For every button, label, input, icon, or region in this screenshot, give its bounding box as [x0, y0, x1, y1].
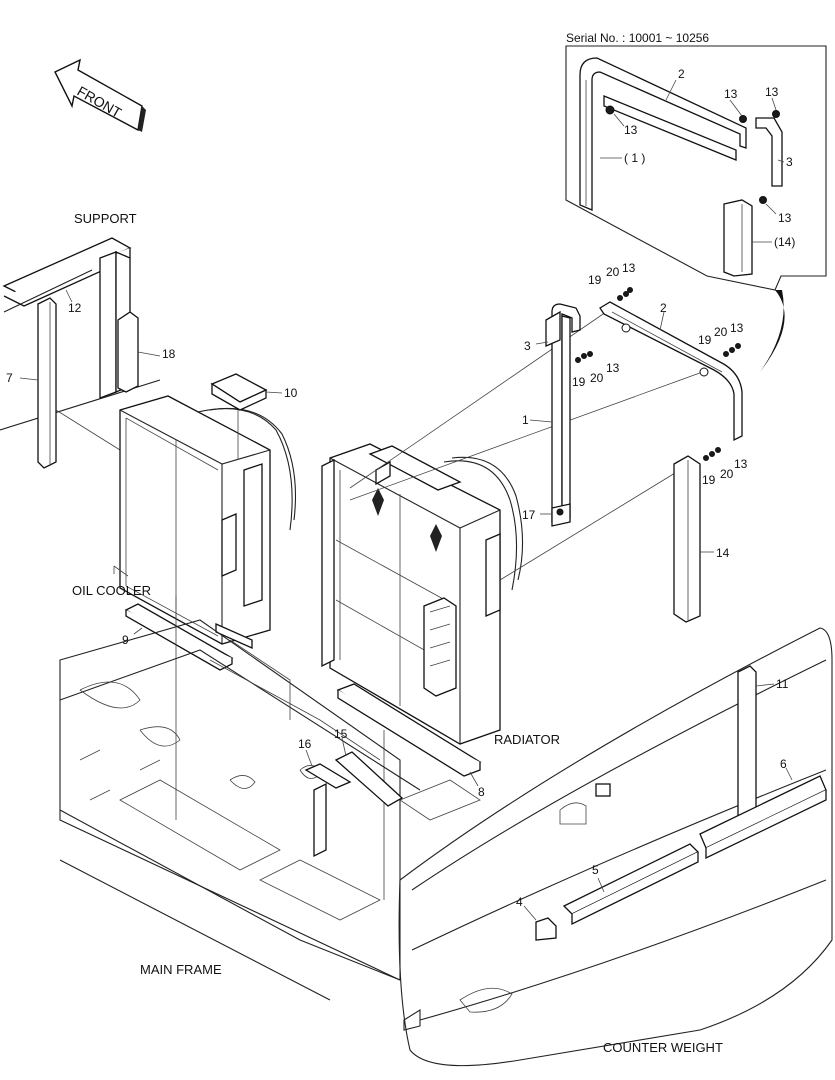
counter-weight-caption: COUNTER WEIGHT: [603, 1040, 723, 1055]
callout-20d: 20: [720, 467, 734, 481]
callout-1: 1: [522, 413, 529, 427]
callout-12: 12: [68, 301, 82, 315]
callout-19c: 19: [572, 375, 586, 389]
inset-callout-13c: 13: [765, 85, 779, 99]
callout-14: 14: [716, 546, 730, 560]
callout-13d: 13: [734, 457, 748, 471]
inset-serial-label: Serial No. : 10001 ~ 10256: [566, 31, 709, 45]
callout-13b: 13: [730, 321, 744, 335]
callout-6: 6: [780, 757, 787, 771]
callout-16: 16: [298, 737, 312, 751]
inset-callout-14: (14): [774, 235, 795, 249]
bracket-parts: 3 2 19 20 13 19 20 13 19 20 13 1 17: [522, 261, 748, 623]
callout-17: 17: [522, 508, 536, 522]
inset-callout-2: 2: [678, 67, 685, 81]
inset-callout-13a: 13: [624, 123, 638, 137]
inset-detail: Serial No. : 10001 ~ 10256 2 13 13 13 ( …: [565, 31, 827, 372]
callout-15: 15: [334, 727, 348, 741]
inset-callout-13d: 13: [778, 211, 792, 225]
front-arrow: FRONT: [54, 58, 146, 132]
radiator-assembly: RADIATOR 8: [321, 311, 709, 900]
callout-2: 2: [660, 301, 667, 315]
callout-20c: 20: [590, 371, 604, 385]
radiator-caption: RADIATOR: [494, 732, 560, 747]
callout-5: 5: [592, 863, 599, 877]
inset-pointer-wedge: [760, 290, 785, 372]
support-assembly: SUPPORT 12 7 18: [0, 211, 176, 469]
inset-callout-3: 3: [786, 155, 793, 169]
callout-7: 7: [6, 371, 13, 385]
callout-13a: 13: [622, 261, 636, 275]
callout-3: 3: [524, 339, 531, 353]
callout-19d: 19: [702, 473, 716, 487]
callout-11: 11: [776, 677, 789, 691]
main-frame-caption: MAIN FRAME: [140, 962, 222, 977]
callout-9: 9: [122, 633, 129, 647]
callout-8: 8: [478, 785, 485, 799]
callout-10: 10: [284, 386, 298, 400]
callout-19a: 19: [588, 273, 602, 287]
inset-callout-1: ( 1 ): [624, 151, 645, 165]
callout-19b: 19: [698, 333, 712, 347]
callout-4: 4: [516, 895, 523, 909]
main-frame-assembly: MAIN FRAME 15 16: [59, 619, 481, 1001]
callout-13c: 13: [606, 361, 620, 375]
callout-20b: 20: [714, 325, 728, 339]
callout-18: 18: [162, 347, 176, 361]
inset-callout-13b: 13: [724, 87, 738, 101]
oil-cooler-assembly: 10 OIL COOLER 9: [72, 373, 298, 820]
counter-weight-assembly: 11 6 5 4 COUNTER WEIGHT: [398, 627, 833, 1067]
support-caption: SUPPORT: [74, 211, 137, 226]
oil-cooler-caption: OIL COOLER: [72, 583, 151, 598]
callout-20a: 20: [606, 265, 620, 279]
